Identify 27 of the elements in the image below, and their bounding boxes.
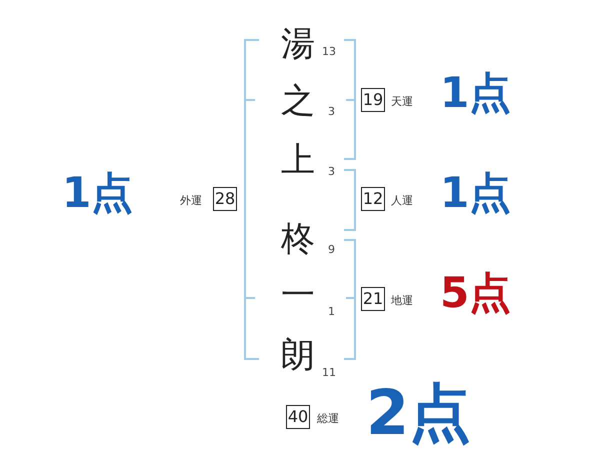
name-character: 朗 [281, 338, 315, 372]
name-character: 柊 [281, 222, 315, 256]
score-text: 1点 [440, 72, 512, 114]
number-box: 40 [286, 405, 310, 429]
stroke-count: 9 [328, 244, 335, 255]
stroke-count: 3 [328, 166, 335, 177]
number-box: 19 [361, 88, 385, 112]
score-text: 1点 [62, 172, 134, 214]
name-character: 一 [281, 278, 315, 312]
stroke-count: 1 [328, 306, 335, 317]
score-text: 2点 [366, 382, 472, 444]
name-character: 之 [281, 84, 315, 118]
score-text: 5点 [440, 272, 512, 314]
stroke-count: 3 [328, 106, 335, 117]
fortune-label: 総運 [317, 413, 339, 424]
score-text: 1点 [440, 172, 512, 214]
number-box: 12 [361, 187, 385, 211]
fortune-label: 外運 [180, 195, 202, 206]
number-box: 28 [213, 187, 237, 211]
number-box: 21 [361, 287, 385, 311]
stroke-count: 13 [322, 46, 336, 57]
name-character: 湯 [281, 27, 315, 61]
stroke-count: 11 [322, 367, 336, 378]
fortune-label: 地運 [391, 295, 413, 306]
name-character: 上 [281, 143, 315, 177]
fortune-label: 天運 [391, 96, 413, 107]
fortune-label: 人運 [391, 195, 413, 206]
